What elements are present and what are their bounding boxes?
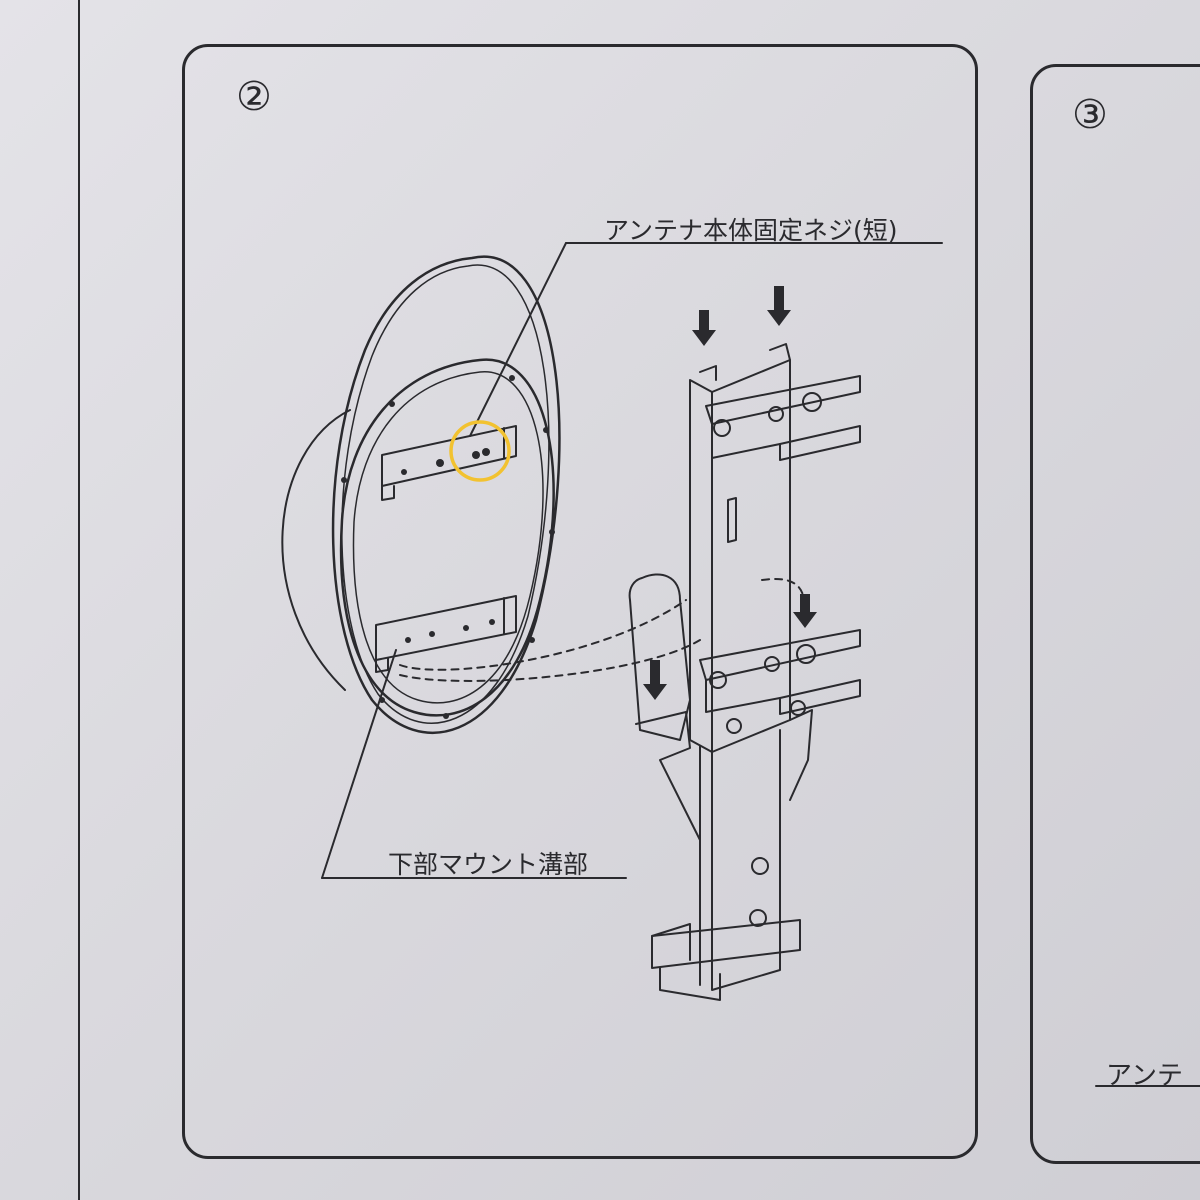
lower-mount-rail bbox=[375, 595, 517, 673]
down-arrow-icon bbox=[767, 286, 791, 326]
screw-label: アンテナ本体固定ネジ(短) bbox=[604, 216, 898, 245]
alignment-dashed-lines bbox=[399, 578, 805, 682]
screw-highlight-circle bbox=[449, 420, 511, 482]
antenna-dish bbox=[281, 255, 561, 735]
page-margin-line bbox=[78, 0, 80, 1200]
step-3-panel bbox=[1030, 64, 1200, 1164]
step-2-number: ② bbox=[236, 74, 272, 120]
down-arrow-icon bbox=[643, 660, 667, 700]
down-arrow-icon bbox=[692, 310, 716, 346]
upper-mount-rail bbox=[381, 425, 517, 501]
screw-leader-line bbox=[469, 242, 567, 437]
down-arrow-icon bbox=[793, 594, 817, 628]
next-panel-label: アンテ bbox=[1106, 1061, 1183, 1091]
mast-bracket bbox=[635, 343, 861, 1001]
tilt-lever bbox=[628, 573, 691, 741]
step-3-number: ③ bbox=[1072, 92, 1108, 138]
mount-groove-label: 下部マウント溝部 bbox=[388, 850, 589, 879]
step-2-panel bbox=[182, 44, 978, 1159]
mount-leader-line bbox=[321, 649, 397, 879]
